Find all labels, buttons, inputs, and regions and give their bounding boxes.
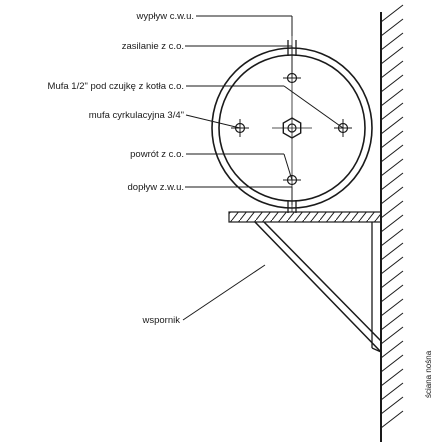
wall-hatch-line xyxy=(380,74,404,93)
wall-hatch-line xyxy=(380,116,404,135)
support-bracket xyxy=(254,221,382,353)
wall-hatch-line xyxy=(380,368,404,387)
label-inflow-cold-water: dopływ z.w.u. xyxy=(128,182,185,193)
label-supply-heating: zasilanie z c.o. xyxy=(122,41,184,52)
wall-hatch-line xyxy=(380,298,404,317)
label-circulation-socket: mufa cyrkulacyjna 3/4" xyxy=(89,110,184,121)
wall-hatch-line xyxy=(380,256,404,275)
wall-hatch-line xyxy=(380,242,404,261)
label-bracket: wspornik xyxy=(142,315,181,326)
label-outflow-hot-water: wypływ c.w.u. xyxy=(135,11,194,22)
wall-hatch-line xyxy=(380,18,404,37)
wall-hatch-line xyxy=(380,102,404,121)
wall-hatch-line xyxy=(380,172,404,191)
wall-hatch-line xyxy=(380,158,404,177)
wall-hatch-line xyxy=(380,382,404,401)
wall-hatch-line xyxy=(380,32,404,51)
wall xyxy=(380,4,404,442)
wall-hatch-line xyxy=(380,410,404,429)
wall-hatch-line xyxy=(380,4,404,23)
wall-hatch-line xyxy=(380,340,404,359)
wall-hatch-line xyxy=(380,200,404,219)
wall-hatch-line xyxy=(380,46,404,65)
wall-hatch-line xyxy=(380,88,404,107)
wall-hatch-line xyxy=(380,312,404,331)
wall-hatch-line xyxy=(380,354,404,373)
wall-hatch-line xyxy=(380,186,404,205)
shelf-plate xyxy=(228,211,382,223)
wall-hatch-line xyxy=(380,214,404,233)
leader-lines xyxy=(182,15,344,321)
wall-hatch-line xyxy=(380,326,404,345)
label-wall: ściana nośna xyxy=(424,350,433,398)
wall-hatch-line xyxy=(380,130,404,149)
wall-hatch-line xyxy=(380,284,404,303)
wall-hatch-line xyxy=(380,270,404,289)
wall-hatch-line xyxy=(380,144,404,163)
wall-hatch-line xyxy=(380,228,404,247)
wall-hatch-line xyxy=(380,396,404,415)
socket-center-hex xyxy=(272,117,312,139)
wall-hatch-line xyxy=(380,60,404,79)
label-return-heating: powrót z c.o. xyxy=(130,149,184,160)
label-sensor-socket: Mufa 1/2" pod czujkę z kotła c.o. xyxy=(48,81,184,92)
